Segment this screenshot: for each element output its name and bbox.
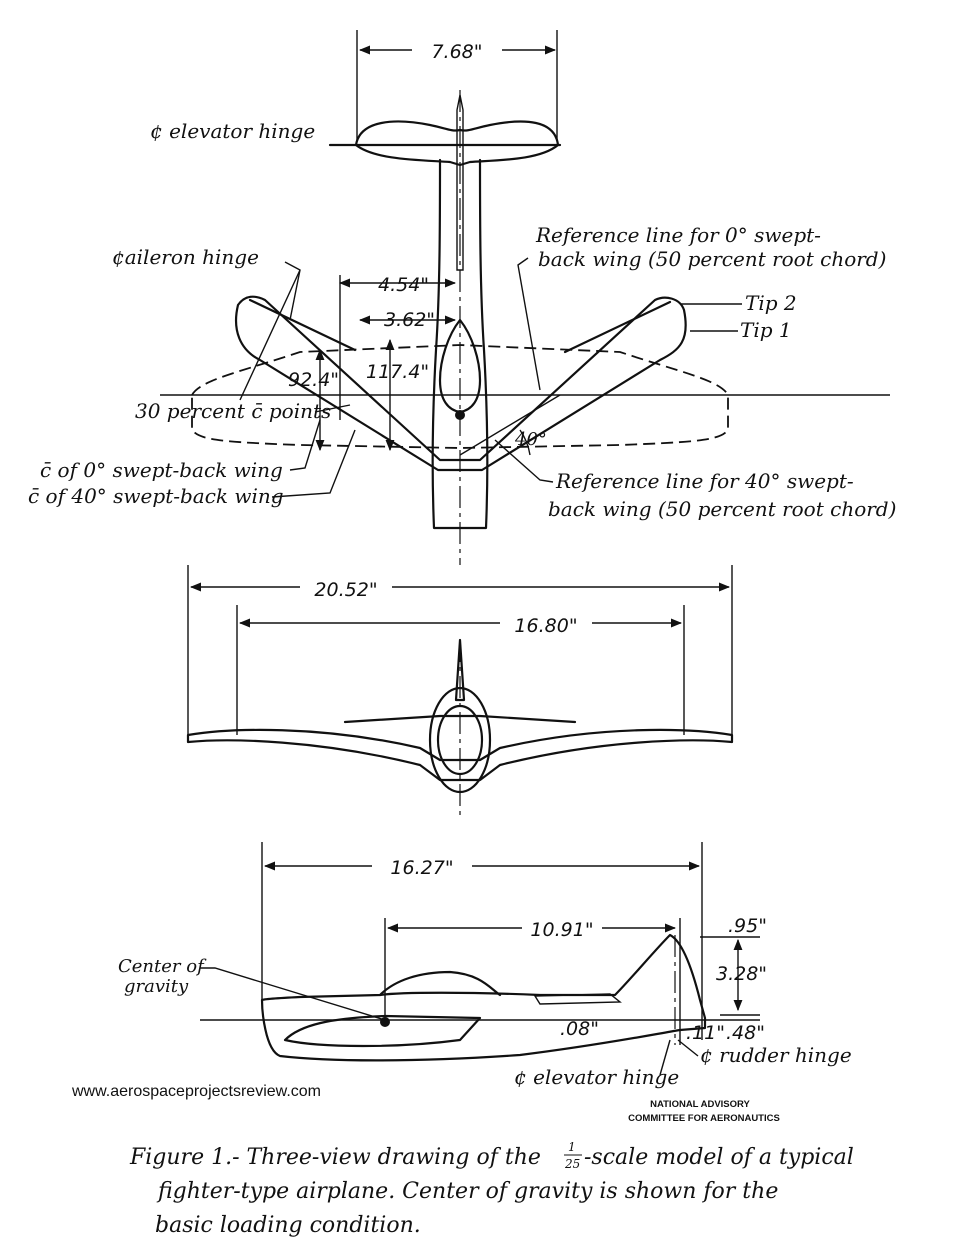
cg-label-line2: gravity xyxy=(124,976,189,997)
cg-label-line1: Center of xyxy=(118,956,207,977)
figure-caption: Figure 1.- Three-view drawing of the 1 2… xyxy=(129,1140,854,1238)
tail-dim-bg xyxy=(412,36,502,62)
aileron-leader xyxy=(284,261,301,321)
length-dim-bg xyxy=(372,852,472,878)
thirty-pct-leader xyxy=(314,404,351,413)
rudder-hinge-label: ¢ rudder hinge xyxy=(700,1043,852,1067)
horizontal-tail xyxy=(354,120,560,167)
dim-95: .95" xyxy=(728,915,767,937)
ref-line-40 xyxy=(459,394,561,456)
side-view: 16.27" 10.91" .95" 3.28" .48" .11" .08" … xyxy=(118,842,852,1089)
aileron-hinge-label: ¢aileron hinge xyxy=(112,245,259,269)
caption-line1-b: -scale model of a typical xyxy=(584,1145,854,1170)
cbar0-label: c̄ of 0° swept-back wing xyxy=(40,458,283,482)
ref0-label-line1: Reference line for 0° swept- xyxy=(535,223,821,247)
length-dim: 16.27" xyxy=(390,857,453,879)
fuselage-top xyxy=(431,158,489,530)
span-inner-dim: 16.80" xyxy=(514,615,577,637)
caption-line2: fighter-type airplane. Center of gravity… xyxy=(156,1179,778,1204)
cg-leader xyxy=(200,967,386,1021)
elevator-hinge-label-top: ¢ elevator hinge xyxy=(150,119,315,143)
dim-1174: 117.4" xyxy=(366,361,429,383)
left-aileron-hinge xyxy=(248,298,357,352)
caption-frac-num: 1 xyxy=(568,1140,576,1154)
front-tail xyxy=(343,714,577,724)
vertical-fin-top xyxy=(456,94,464,271)
swept-wing-40 xyxy=(234,295,687,472)
dim-48: .48" xyxy=(726,1022,765,1044)
tail-span-dim: 7.68" xyxy=(431,41,482,63)
straight-wing-0 xyxy=(191,344,729,449)
side-fuselage xyxy=(260,933,707,1062)
right-aileron-hinge xyxy=(563,300,672,354)
watermark-url: www.aerospaceprojectsreview.com xyxy=(71,1083,321,1100)
front-fin xyxy=(454,638,466,702)
span-outer-bg xyxy=(300,573,392,599)
side-elevator-hinge-label: ¢ elevator hinge xyxy=(514,1065,679,1089)
tip1-label: Tip 1 xyxy=(740,318,792,342)
dim-924: 92.4" xyxy=(288,369,339,391)
ref0-label-line2: back wing (50 percent root chord) xyxy=(538,247,886,271)
side-canopy xyxy=(378,970,502,997)
rudder-leader xyxy=(677,1039,699,1057)
caption-line3: basic loading condition. xyxy=(155,1213,421,1238)
span-outer-dim: 20.52" xyxy=(314,579,377,601)
tip2-label: Tip 2 xyxy=(745,291,797,315)
naca-line2: COMMITTEE FOR AERONAUTICS xyxy=(628,1113,780,1124)
naca-line1: NATIONAL ADVISORY xyxy=(650,1099,750,1110)
cbar0-leader xyxy=(289,419,321,471)
ref40-leader xyxy=(494,439,554,483)
front-view: 20.52" 16.80" xyxy=(186,565,734,815)
caption-frac-den: 25 xyxy=(564,1157,580,1171)
front-wings xyxy=(186,728,734,782)
dim-08: .08" xyxy=(560,1018,599,1040)
cbar40-label: c̄ of 40° swept-back wing xyxy=(28,484,284,508)
span-inner-bg xyxy=(500,610,592,636)
dim-454: 4.54" xyxy=(378,274,429,296)
side-elevator-leader xyxy=(659,1039,671,1076)
dim-11: .11" xyxy=(686,1022,725,1044)
ref40-label-line2: back wing (50 percent root chord) xyxy=(548,497,896,521)
ref40-label-line1: Reference line for 40° swept- xyxy=(555,469,854,493)
cbar40-leader xyxy=(271,429,356,498)
cg-marker xyxy=(455,410,465,420)
front-fuselage-outer xyxy=(428,686,492,794)
ref0-leader xyxy=(517,257,541,391)
aileron-leader-2 xyxy=(239,269,301,401)
side-wing xyxy=(283,1014,482,1048)
front-fuselage-inner xyxy=(436,704,484,776)
dim-1091: 10.91" xyxy=(530,919,593,941)
angle-arc xyxy=(519,429,531,456)
dim-1091-bg xyxy=(522,914,602,940)
angle-40-label: 40° xyxy=(514,429,547,450)
thirty-pct-label: 30 percent c̄ points xyxy=(135,399,331,423)
top-view: 7.68" 40° 4.54" 3.62" 92.4" 117.4" ¢ e xyxy=(28,30,896,565)
dim-362: 3.62" xyxy=(384,309,435,331)
dim-328: 3.28" xyxy=(716,963,767,985)
side-tailplane xyxy=(533,993,622,1005)
caption-line1-a: Figure 1.- Three-view drawing of the xyxy=(129,1145,541,1170)
